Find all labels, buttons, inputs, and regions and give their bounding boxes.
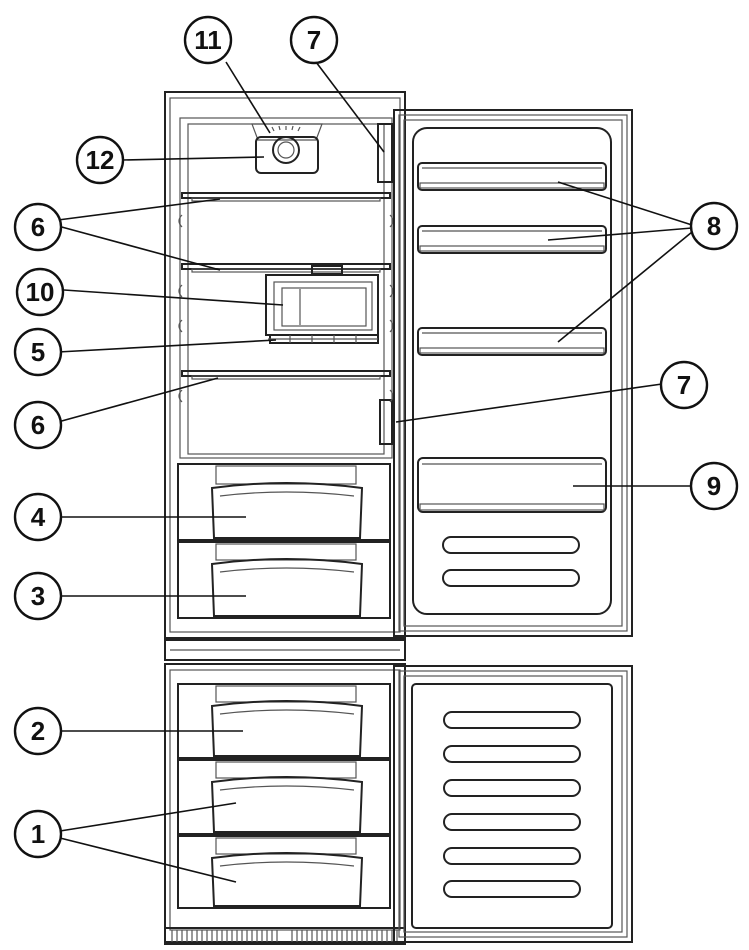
callout-label-11: 11	[194, 25, 222, 55]
callout-label-3: 3	[31, 581, 45, 611]
callout-7-middle: 7	[659, 360, 709, 410]
callout-label-6-bottom: 6	[31, 410, 45, 440]
door-stop-lower	[379, 399, 393, 445]
glass-shelf-3	[181, 370, 391, 380]
callout-6-top: 6	[13, 202, 63, 252]
callout-2: 2	[13, 706, 63, 756]
callout-label-5: 5	[31, 337, 45, 367]
bottle-balcony	[417, 457, 607, 513]
thermostat-unit	[251, 123, 323, 174]
door-ribs	[442, 536, 580, 587]
crisper-drawer-lower	[177, 541, 391, 619]
plinth-grille	[164, 927, 406, 945]
freezer-door-ribs	[443, 711, 581, 898]
callout-8: 8	[689, 201, 739, 251]
callout-12: 12	[75, 135, 125, 185]
callout-5: 5	[13, 327, 63, 377]
callout-label-9: 9	[707, 471, 721, 501]
door-balcony-1	[417, 162, 607, 191]
callout-label-12: 12	[86, 145, 115, 175]
callout-label-7-middle: 7	[677, 370, 691, 400]
callout-9: 9	[689, 461, 739, 511]
freezer-cabinet	[164, 663, 406, 943]
callout-label-10: 10	[26, 277, 55, 307]
callout-label-6-top: 6	[31, 212, 45, 242]
callout-label-1: 1	[31, 819, 45, 849]
glass-shelf-1	[181, 192, 391, 202]
callout-7-top: 7	[289, 15, 339, 65]
freezer-drawer-top	[177, 683, 391, 759]
callout-label-7-top: 7	[307, 25, 321, 55]
bottle-rack	[268, 335, 378, 343]
door-stop-upper	[377, 123, 393, 183]
freezer-door	[393, 665, 633, 943]
callout-4: 4	[13, 492, 63, 542]
callout-label-8: 8	[707, 211, 721, 241]
callout-label-4: 4	[31, 502, 46, 532]
fridge-door	[393, 109, 633, 637]
freezer-drawer-bottom	[177, 835, 391, 909]
shelf-supports	[178, 214, 394, 403]
freezer-drawer-middle	[177, 759, 391, 835]
compartment-divider	[164, 639, 406, 661]
callout-6-bottom: 6	[13, 400, 63, 450]
door-balcony-3	[417, 327, 607, 356]
leader-lines	[57, 61, 693, 883]
light-rays	[271, 125, 301, 132]
egg-box	[265, 265, 379, 344]
callout-3: 3	[13, 571, 63, 621]
glass-shelf-2	[181, 263, 391, 273]
door-balcony-2	[417, 225, 607, 254]
callout-label-2: 2	[31, 716, 45, 746]
callout-11: 11	[183, 15, 233, 65]
callout-1: 1	[13, 809, 63, 859]
callout-10: 10	[15, 267, 65, 317]
crisper-drawer-upper	[177, 463, 391, 541]
